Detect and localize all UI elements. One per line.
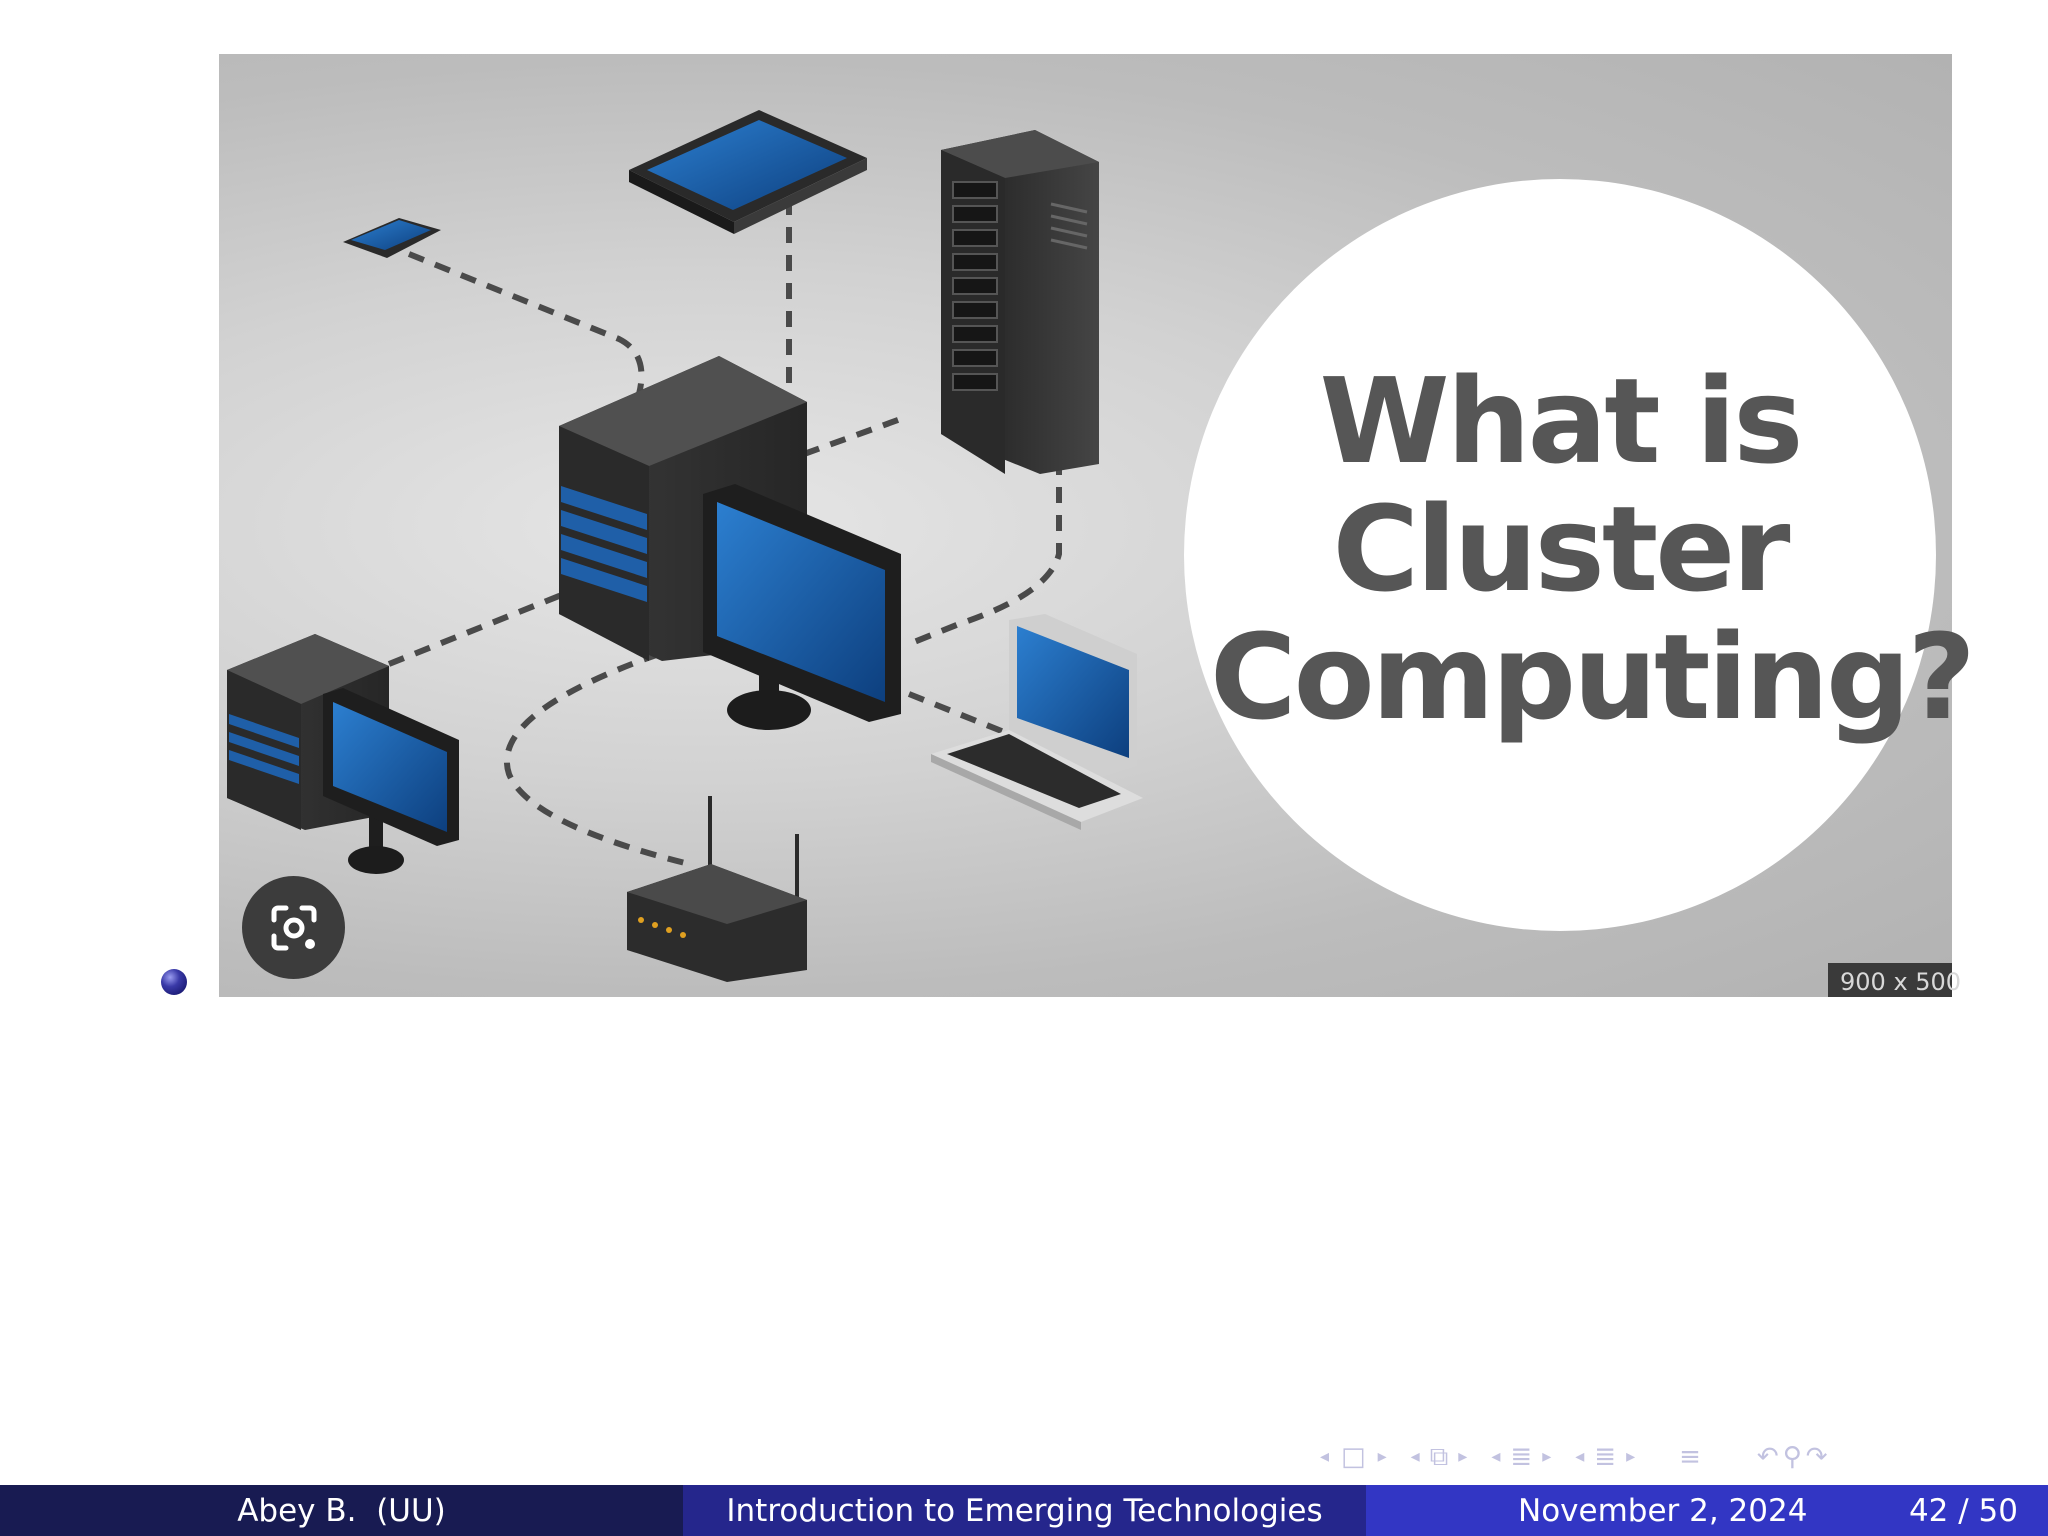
beamer-navigation: ◂ □ ▸ ◂ ⧉ ▸ ◂ ≣ ▸ ◂ ≣ ▸ ≡ ↶ ⚲ ↷ [1320, 1440, 2040, 1474]
headline-line-3: Computing? [1210, 608, 1976, 746]
connection-lines [387, 199, 1062, 867]
arrow-right-icon[interactable]: ▸ [1626, 1446, 1636, 1467]
arrow-right-icon[interactable]: ▸ [1377, 1446, 1387, 1467]
footer-title: Introduction to Emerging Technologies [683, 1485, 1366, 1536]
arrow-left-icon[interactable]: ◂ [1491, 1446, 1501, 1467]
cluster-computing-image[interactable]: What is Cluster Computing? 900 x 500 [219, 54, 1976, 997]
image-size-badge: 900 x 500 [1828, 963, 1961, 997]
search-icon[interactable]: ⚲ [1782, 1442, 1802, 1472]
subsection-icon[interactable]: ⧉ [1429, 1442, 1449, 1472]
headline-line-1: What is [1319, 352, 1804, 490]
arrow-left-icon[interactable]: ◂ [1575, 1446, 1585, 1467]
footer-author: Abey B. (UU) [0, 1485, 683, 1536]
arrow-right-icon[interactable]: ▸ [1542, 1446, 1552, 1467]
headline-line-2: Cluster [1332, 480, 1791, 618]
router-device [627, 796, 807, 982]
secondary-workstation [227, 634, 459, 874]
section-list-icon[interactable]: ≣ [1594, 1442, 1617, 1472]
arrow-left-icon[interactable]: ◂ [1410, 1446, 1420, 1467]
tablet-device [629, 110, 867, 234]
smartphone-device [343, 218, 441, 258]
footer-title-text: Introduction to Emerging Technologies [726, 1492, 1323, 1529]
footer-date-text: November 2, 2024 [1518, 1492, 1808, 1529]
laptop-device [931, 614, 1143, 830]
page-number: 42 / 50 [1908, 1492, 2018, 1529]
forward-icon[interactable]: ↷ [1805, 1442, 1828, 1472]
main-workstation [559, 356, 901, 730]
server-rack-device [941, 130, 1099, 474]
camera-search-icon[interactable] [242, 876, 345, 979]
network-devices-illustration [227, 110, 1143, 982]
slide-footer: Abey B. (UU) Introduction to Emerging Te… [0, 1485, 2048, 1536]
headline-text: What is Cluster Computing? [1210, 352, 1976, 746]
lens-glyph [271, 905, 316, 950]
back-icon[interactable]: ↶ [1756, 1442, 1779, 1472]
section-icon[interactable]: ≣ [1510, 1442, 1533, 1472]
footer-date-page: November 2, 2024 42 / 50 [1366, 1485, 2048, 1536]
arrow-left-icon[interactable]: ◂ [1320, 1446, 1330, 1467]
toc-icon[interactable]: ≡ [1679, 1442, 1701, 1472]
frame-icon[interactable]: □ [1341, 1442, 1366, 1472]
bullet-point [161, 969, 187, 995]
footer-author-text: Abey B. (UU) [237, 1492, 446, 1529]
headline-circle: What is Cluster Computing? [1184, 179, 1976, 931]
arrow-right-icon[interactable]: ▸ [1458, 1446, 1468, 1467]
